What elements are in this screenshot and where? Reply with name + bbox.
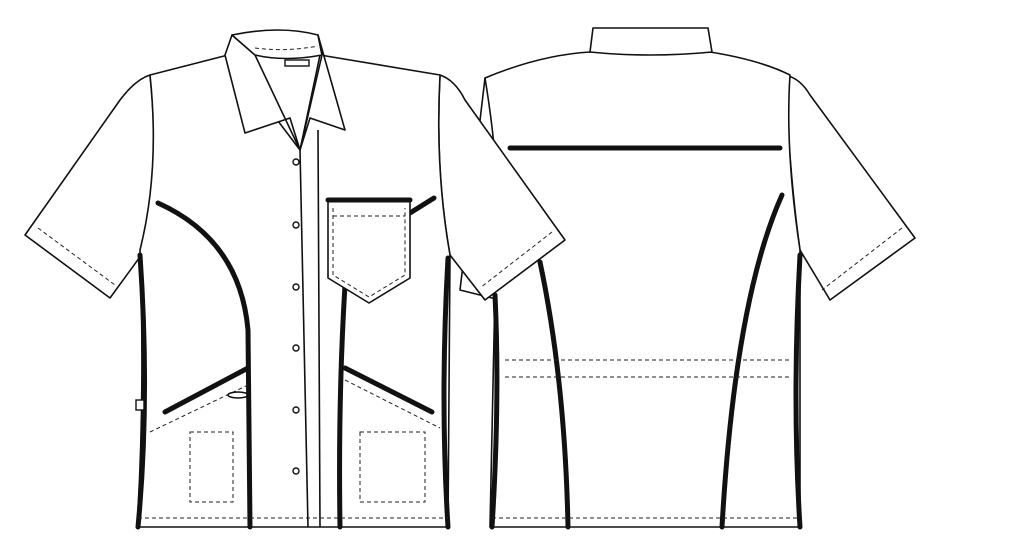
back-right-side-piping [793,252,803,530]
back-right-panel-piping [719,192,785,530]
back-collar [589,27,713,56]
chest-pocket-stitch [332,208,406,298]
right-pocket-bag-outline [359,431,426,503]
front-right-shoulder-piping [407,195,437,216]
neck-label [284,59,310,67]
button[interactable] [292,221,300,229]
left-pocket-bag-outline [189,431,234,503]
button[interactable] [292,406,300,414]
back-view [459,27,916,530]
front-placket-underlap [317,129,321,528]
front-right-sleeve-hem-stitch [479,231,553,289]
back-left-panel-piping [537,259,571,530]
button[interactable] [292,344,300,352]
logo-embroidery-icon [227,391,249,399]
front-left-sleeve [24,74,155,299]
left-hip-pocket-piping [162,365,251,415]
front-left-panel-piping [155,200,253,530]
front-right-collar [299,34,346,151]
front-view [24,29,566,530]
back-left-side-piping [489,292,500,530]
button[interactable] [292,158,300,166]
front-placket-edge [299,149,309,528]
front-left-side-piping [135,252,148,530]
back-right-sleeve [784,74,916,301]
right-hip-pocket-stitch [344,379,441,429]
right-hip-pocket-piping [342,365,435,415]
front-right-panel-piping [337,282,348,530]
back-right-sleeve-hem-stitch [821,227,903,291]
front-left-sleeve-hem-stitch [37,227,116,286]
front-right-side-piping [441,255,451,530]
button[interactable] [292,467,300,475]
front-body [136,54,451,528]
button[interactable] [292,283,300,291]
side-tag-icon [135,399,145,411]
collar-stitch [254,45,319,51]
front-buttons[interactable] [292,158,300,475]
